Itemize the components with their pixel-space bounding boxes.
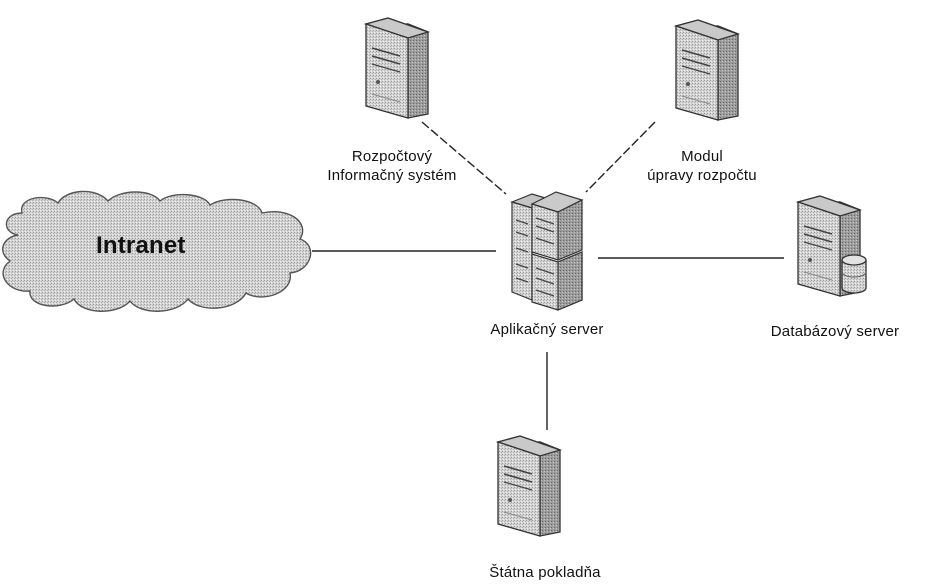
server-tower-icon xyxy=(675,19,739,121)
rozpoctovy-label: Rozpočtový Informačný systém xyxy=(312,147,472,185)
connections xyxy=(312,121,784,430)
database-server-icon xyxy=(797,195,867,297)
edge-modul-aplikacny xyxy=(585,121,656,193)
aplikacny-label: Aplikačný server xyxy=(490,321,604,338)
server-tower-icon xyxy=(365,17,429,119)
server-rack-icon xyxy=(510,191,584,311)
modul-label: Modul úpravy rozpočtu xyxy=(632,147,772,185)
edge-rozpoctovy-aplikacny xyxy=(421,121,507,195)
statna-label: Štátna pokladňa xyxy=(489,564,601,581)
server-tower-icon xyxy=(497,435,561,537)
intranet-label: Intranet xyxy=(96,232,186,259)
modul-label-line-2: úpravy rozpočtu xyxy=(647,167,757,184)
rozpoctovy-label-line-1: Rozpočtový xyxy=(351,148,433,165)
cloud-icon xyxy=(1,190,312,312)
modul-label-line-1: Modul xyxy=(681,148,723,165)
rozpoctovy-label-line-2: Informačný systém xyxy=(327,167,457,184)
databazovy-label: Databázový server xyxy=(770,323,900,340)
